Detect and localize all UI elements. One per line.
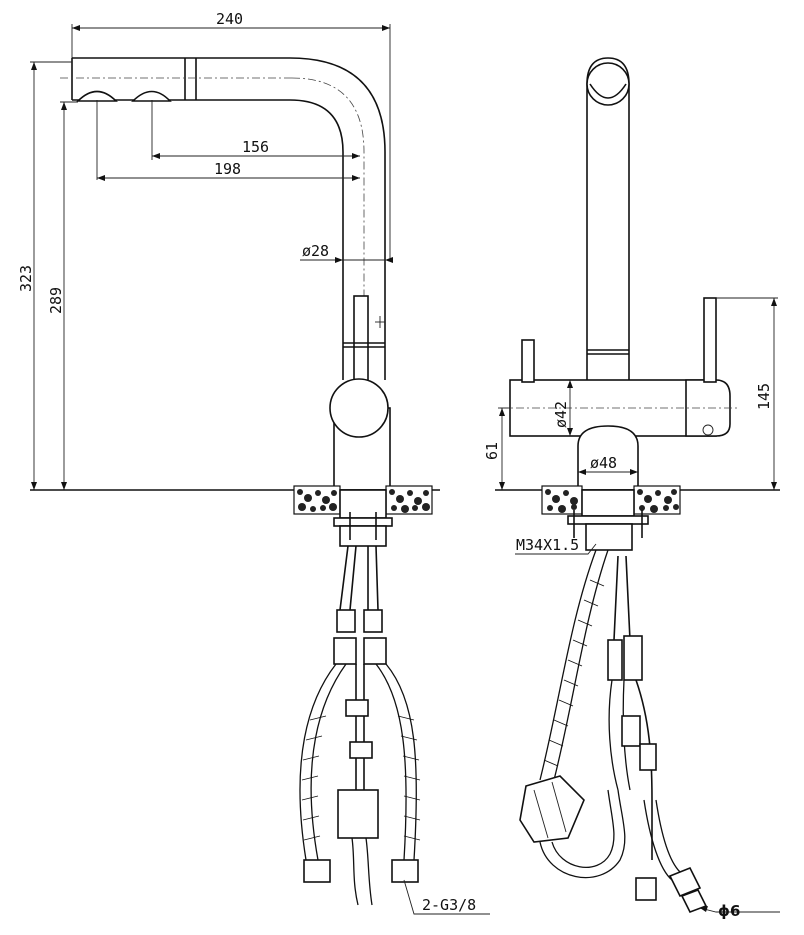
hose-nut-left bbox=[303, 859, 331, 883]
dim-label-323: 323 bbox=[17, 265, 35, 292]
dim-label-thread: M34X1.5 bbox=[516, 536, 579, 554]
front-mounting-nut bbox=[585, 523, 633, 551]
dim-label-145: 145 bbox=[755, 383, 773, 410]
lever-rod bbox=[353, 295, 369, 383]
dim-label-hose-connection: 2-G3/8 bbox=[422, 896, 476, 914]
dim-label-156: 156 bbox=[242, 138, 269, 156]
dim-label-61: 61 bbox=[483, 442, 501, 460]
lever-left bbox=[521, 339, 535, 383]
dim-label-base-diameter: ø48 bbox=[590, 454, 617, 472]
hand-shower bbox=[519, 775, 585, 843]
dim-label-289: 289 bbox=[47, 287, 65, 314]
dim-label-240: 240 bbox=[216, 10, 243, 28]
spray-nozzle-2 bbox=[131, 90, 172, 102]
lever-right bbox=[703, 297, 717, 383]
spout-outline bbox=[72, 57, 386, 380]
dim-label-tube-diameter: ϕ6 bbox=[718, 902, 740, 920]
dim-label-spout-diameter: ø28 bbox=[302, 242, 329, 260]
dim-label-body-diameter: ø42 bbox=[552, 401, 570, 428]
spout-column bbox=[586, 57, 630, 380]
hose-nut-right bbox=[391, 859, 419, 883]
dim-label-198: 198 bbox=[214, 160, 241, 178]
side-view bbox=[30, 24, 490, 915]
front-view bbox=[495, 57, 780, 914]
mounting-nut bbox=[339, 525, 387, 547]
mixer-ball bbox=[329, 378, 389, 438]
spray-nozzle-1 bbox=[76, 90, 118, 102]
cartridge bbox=[337, 789, 379, 839]
